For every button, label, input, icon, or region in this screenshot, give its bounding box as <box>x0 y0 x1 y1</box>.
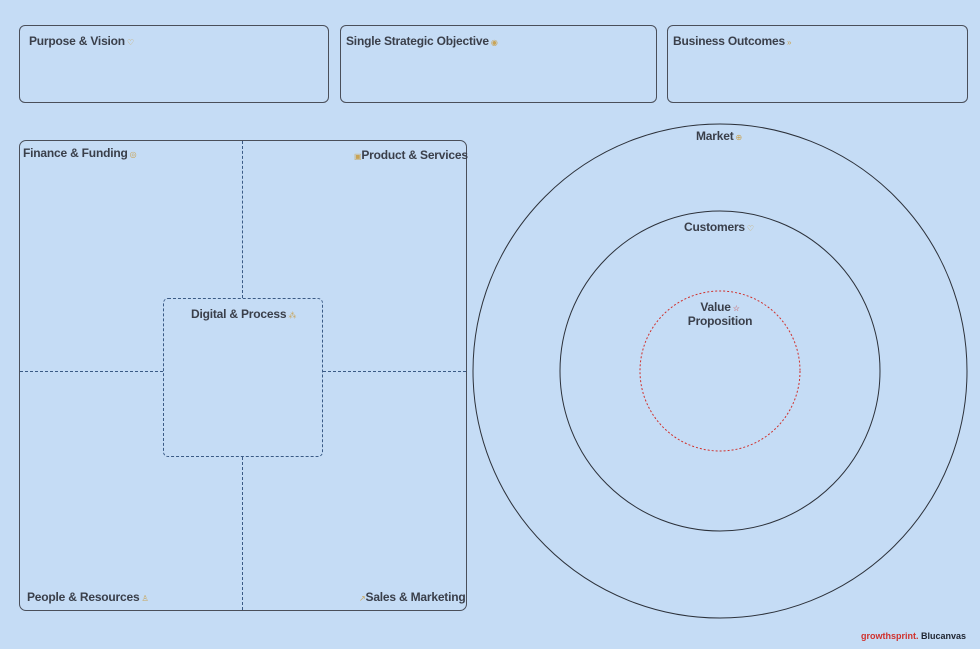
quadrant-panel <box>19 140 467 611</box>
business-outcomes-box: Business Outcomes» <box>667 25 968 103</box>
customers-circle <box>559 210 881 532</box>
value-proposition-label: Value☆ Proposition <box>687 300 753 328</box>
growthsprint-logo: growthsprint. <box>860 631 919 641</box>
people-resources-label: People & Resources♙ <box>27 590 149 604</box>
market-label: Market⊕ <box>696 129 742 143</box>
brand-footer: growthsprint. Blucanvas <box>861 631 966 641</box>
finance-funding-label: Finance & Funding◎ <box>23 146 137 160</box>
sales-marketing-label: ↗Sales & Marketing <box>359 590 466 604</box>
blucanvas-logo: Blucanvas <box>920 631 966 641</box>
purpose-vision-label: Purpose & Vision♡ <box>29 34 134 48</box>
star-icon: ☆ <box>732 304 740 313</box>
nodes-icon: ⁂ <box>288 311 297 320</box>
chart-up-icon: ↗ <box>359 594 366 603</box>
box-icon: ▣ <box>354 152 362 161</box>
horizontal-divider-left <box>20 371 163 372</box>
target-icon: ◉ <box>490 38 498 47</box>
digital-process-label: Digital & Process⁂ <box>191 307 297 321</box>
coin-icon: ◎ <box>129 150 137 159</box>
chevrons-right-icon: » <box>786 38 792 47</box>
product-services-label: ▣Product & Services <box>354 148 468 162</box>
market-circle <box>472 123 968 619</box>
single-strategic-objective-label: Single Strategic Objective◉ <box>346 34 498 48</box>
heart-icon: ♡ <box>746 224 754 233</box>
vertical-divider-top <box>242 141 243 298</box>
horizontal-divider-right <box>323 371 466 372</box>
digital-process-box <box>163 298 323 457</box>
heart-icon: ♡ <box>126 38 134 47</box>
vertical-divider-bottom <box>242 457 243 610</box>
value-proposition-circle <box>639 290 801 452</box>
globe-icon: ⊕ <box>735 133 742 142</box>
people-icon: ♙ <box>141 594 149 603</box>
business-outcomes-label: Business Outcomes» <box>673 34 792 48</box>
customers-label: Customers♡ <box>684 220 754 234</box>
single-strategic-objective-box: Single Strategic Objective◉ <box>340 25 657 103</box>
purpose-vision-box: Purpose & Vision♡ <box>19 25 329 103</box>
